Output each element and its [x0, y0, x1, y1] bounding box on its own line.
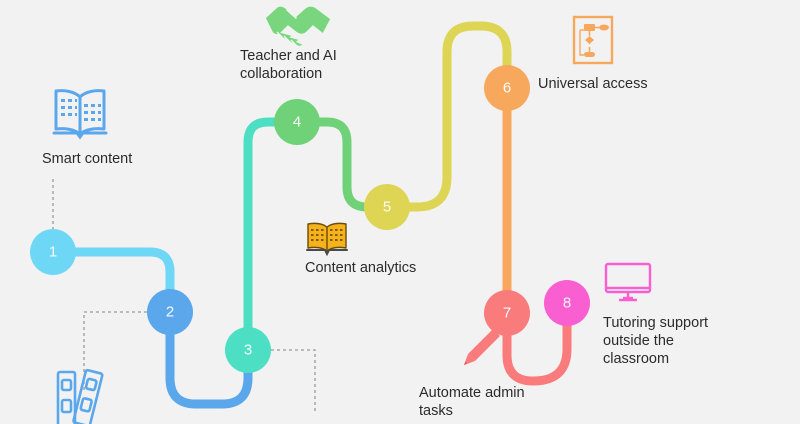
step-node-7[interactable]: 7 [484, 290, 530, 336]
pipe-1-2 [48, 247, 175, 317]
pipe-2-3 [165, 307, 253, 409]
binders-outline-icon [52, 366, 116, 424]
label-teacher-ai-collaboration: Teacher and AI collaboration [240, 48, 337, 83]
label-content-analytics: Content analytics [305, 260, 417, 276]
open-book-filled-icon [305, 221, 349, 257]
step-node-7-number: 7 [502, 304, 512, 321]
label-automate-admin-tasks: Automate admin tasks [419, 385, 525, 420]
step-node-6[interactable]: 6 [484, 65, 530, 111]
pipe-7-8 [502, 298, 572, 386]
step-node-4-number: 4 [292, 113, 302, 130]
step-node-6-number: 6 [502, 79, 512, 96]
label-universal-access: Universal access [538, 76, 648, 92]
step-node-1[interactable]: 1 [30, 229, 76, 275]
step-node-8[interactable]: 8 [544, 280, 590, 326]
step-node-2[interactable]: 2 [147, 289, 193, 335]
infographic-canvas: 1 2 3 4 5 6 7 8 Smart content Teacher an… [30, 2, 709, 424]
step-node-4[interactable]: 4 [274, 99, 320, 145]
step-node-3[interactable]: 3 [225, 327, 271, 373]
flowchart-document-icon [570, 14, 616, 66]
label-tutoring-support: Tutoring support outside the classroom [603, 315, 709, 368]
desktop-monitor-icon [603, 261, 653, 305]
dotted-node-2-to-binders [83, 311, 147, 392]
handshake-icon [263, 2, 333, 50]
dotted-node-3-to-offscreen [271, 349, 316, 411]
dotted-connectors [52, 176, 316, 411]
step-node-5-number: 5 [382, 198, 392, 215]
step-node-3-number: 3 [243, 341, 253, 358]
open-book-outline-icon [48, 85, 112, 141]
step-node-5[interactable]: 5 [364, 184, 410, 230]
pipe-4-5 [292, 117, 392, 212]
step-node-1-number: 1 [48, 243, 58, 260]
pencil-icon [455, 325, 503, 373]
step-node-2-number: 2 [165, 303, 175, 320]
pipe-5-6 [382, 21, 512, 212]
step-node-8-number: 8 [562, 294, 572, 311]
connector-layer [48, 21, 572, 411]
label-smart-content: Smart content [42, 151, 133, 167]
pipe-3-4 [243, 117, 302, 355]
